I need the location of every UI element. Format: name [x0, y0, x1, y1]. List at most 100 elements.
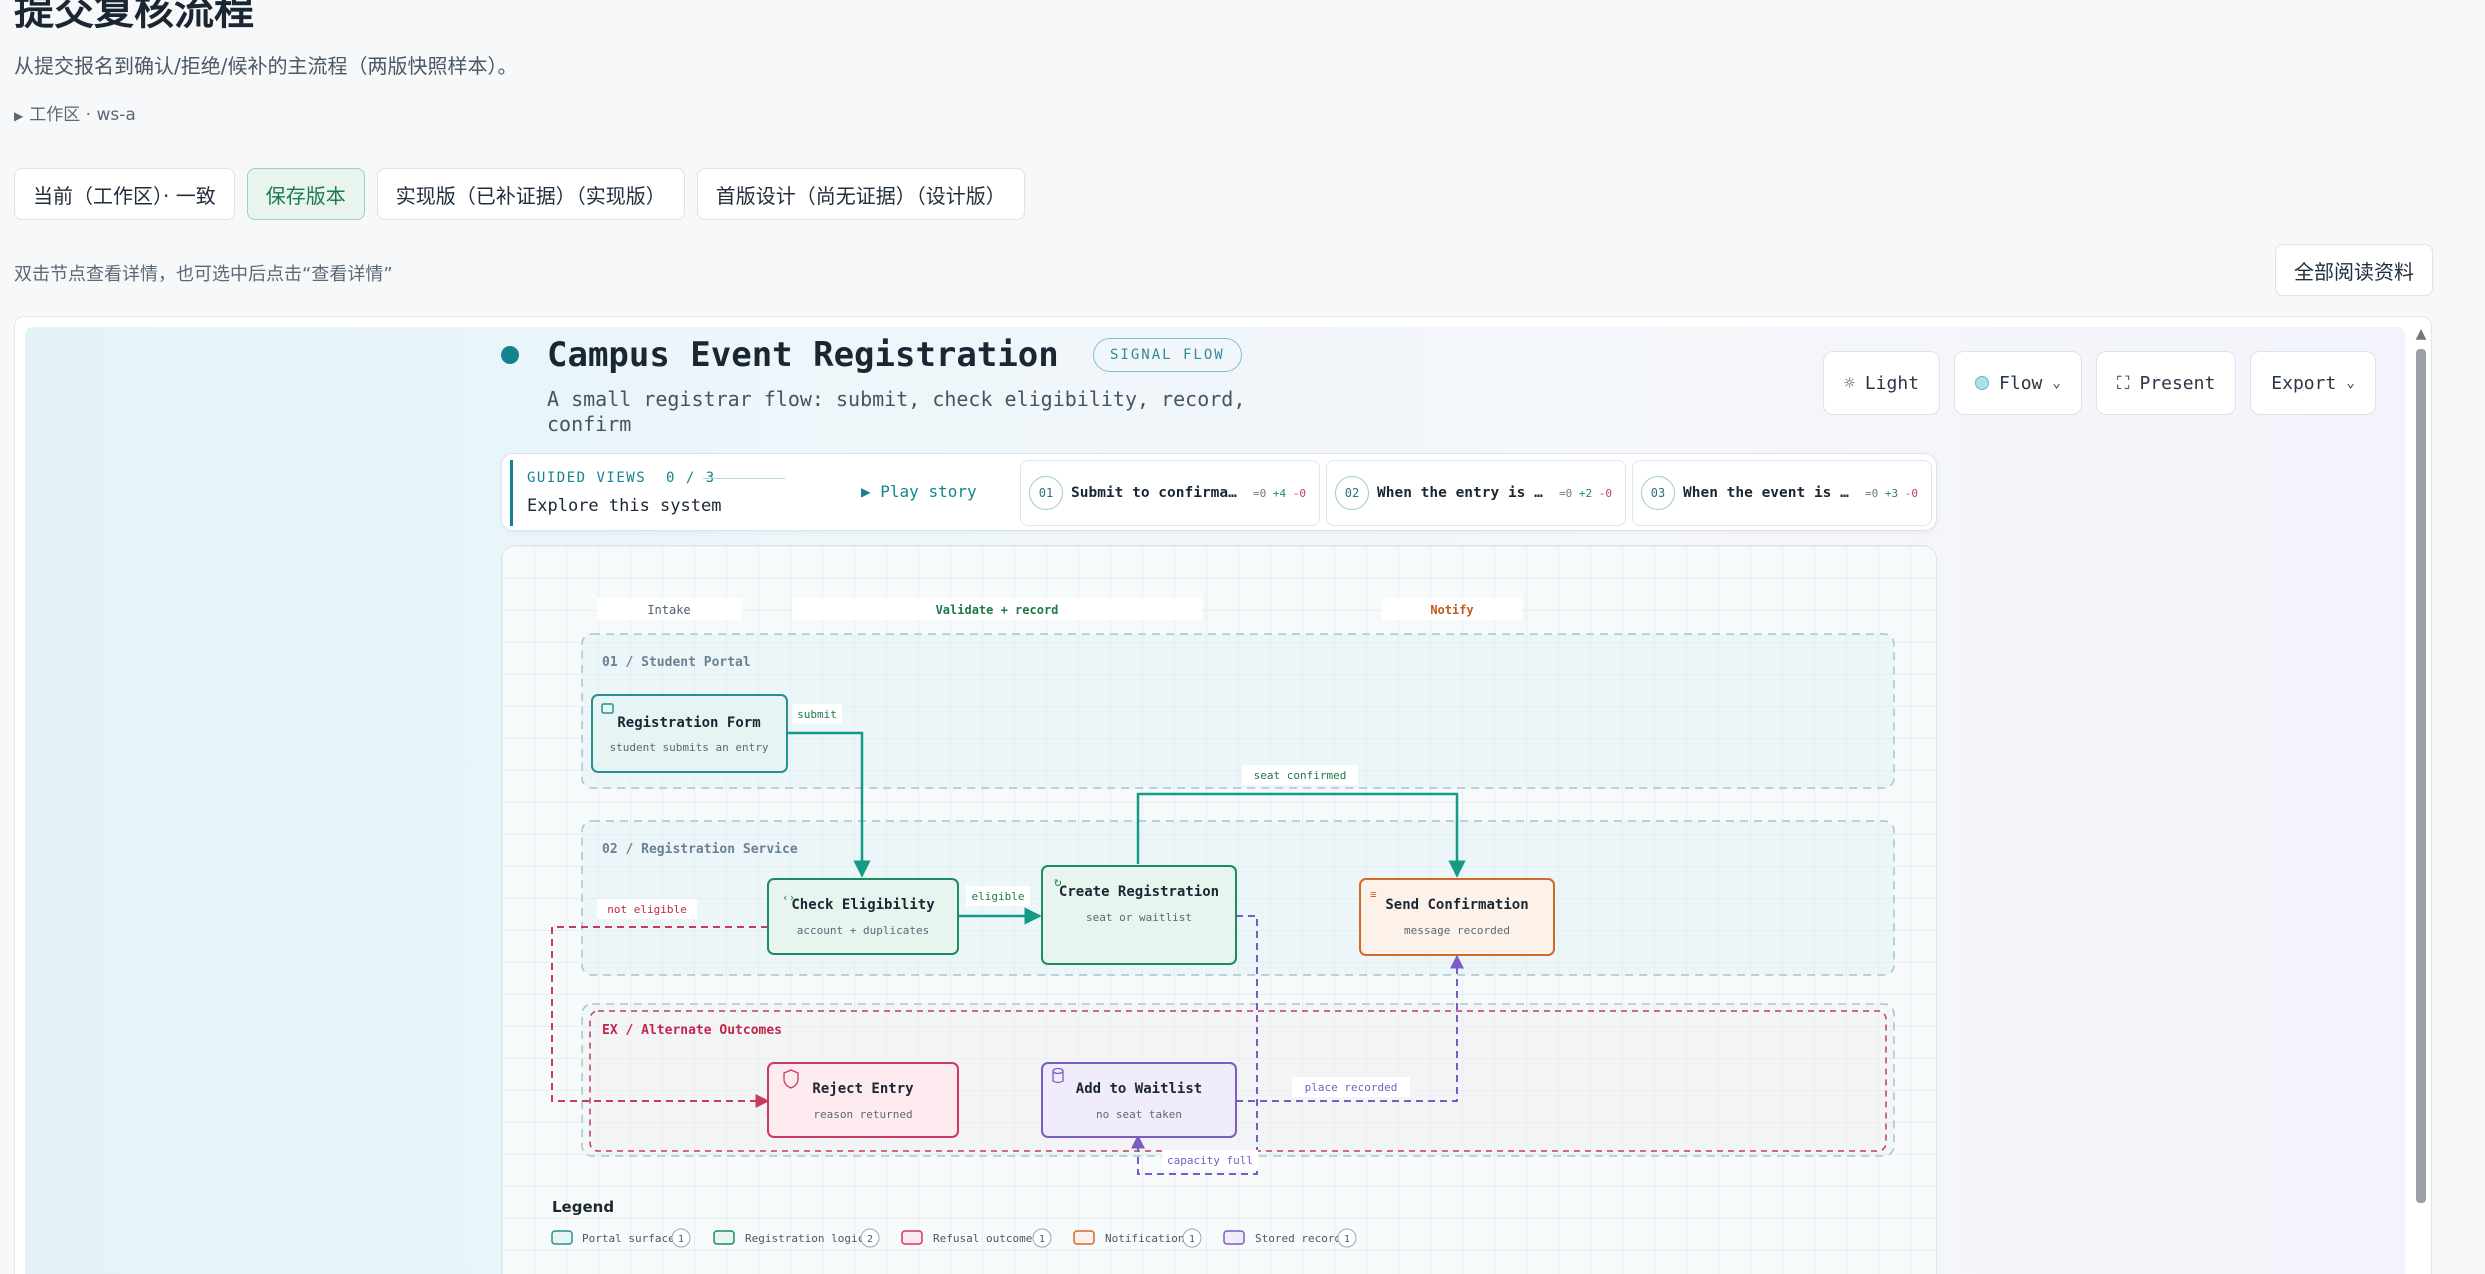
- node-title: Send Confirmation: [1385, 897, 1528, 913]
- edge-label-not-eligible: not eligible: [607, 903, 686, 916]
- version-tab-saved[interactable]: 保存版本: [246, 168, 365, 220]
- story-card-3[interactable]: 03 When the event is full =0 +3 -0: [1632, 460, 1932, 526]
- lane-label: 01 / Student Portal: [602, 655, 751, 670]
- node-subtitle: seat or waitlist: [1086, 911, 1192, 924]
- legend-count: 1: [678, 1234, 684, 1245]
- diagram-board: Intake Validate + record Notify 01 / Stu…: [501, 545, 1937, 1274]
- legend-item-stored: Stored record 1: [1223, 1228, 1357, 1248]
- node-add-to-waitlist[interactable]: Add to Waitlist no seat taken: [1041, 1062, 1237, 1138]
- guided-progress: 0 / 3: [666, 470, 716, 486]
- play-story-button[interactable]: ▶ Play story: [861, 482, 977, 501]
- chevron-down-icon: ⌄: [2052, 375, 2061, 391]
- version-tab-current[interactable]: 当前（工作区）· 一致: [14, 168, 235, 220]
- node-title: Check Eligibility: [791, 897, 935, 913]
- edge-label-capacity-full: capacity full: [1167, 1154, 1253, 1167]
- guided-views-summary: GUIDED VIEWS 0 / 3 Explore this system ▶…: [510, 460, 1002, 526]
- version-tab-first-design[interactable]: 首版设计（尚无证据）（设计版）: [696, 168, 1025, 220]
- story-title: Submit to confirmation: [1071, 485, 1245, 501]
- edge-label-bg: [597, 899, 697, 919]
- list-icon: ≡: [1370, 888, 1377, 901]
- column-header-intake: Intake: [647, 603, 690, 617]
- legend-label: Refusal outcome: [933, 1232, 1032, 1245]
- flow-dot-icon: [1975, 376, 1990, 390]
- node-subtitle: reason returned: [813, 1108, 912, 1121]
- legend-count: 1: [1189, 1234, 1195, 1245]
- legend-item-notify: Notification 1: [1073, 1228, 1202, 1248]
- edge-label-bg: [1162, 1150, 1258, 1170]
- node-send-confirmation[interactable]: ≡ Send Confirmation message recorded: [1359, 878, 1555, 956]
- edge-label-bg: [966, 886, 1030, 906]
- node-subtitle: message recorded: [1404, 924, 1510, 937]
- column-header-bg: [1382, 598, 1522, 620]
- legend-count: 1: [1344, 1234, 1350, 1245]
- delta-added: +2: [1578, 486, 1593, 500]
- node-reject-entry[interactable]: Reject Entry reason returned: [767, 1062, 959, 1138]
- story-card-2[interactable]: 02 When the entry is rejected =0 +2 -0: [1326, 460, 1626, 526]
- story-card-1[interactable]: 01 Submit to confirmation =0 +4 -0: [1020, 460, 1320, 526]
- code-icon: ‹›: [782, 891, 795, 904]
- node-title: Create Registration: [1059, 884, 1219, 900]
- status-dot: [501, 346, 519, 364]
- shield-icon: [783, 1069, 799, 1089]
- edge-label-submit: submit: [797, 708, 837, 721]
- node-subtitle: student submits an entry: [610, 741, 769, 754]
- node-title: Reject Entry: [812, 1081, 914, 1097]
- scroll-thumb[interactable]: [2416, 349, 2426, 1203]
- edge-seat-confirmed: [1136, 792, 1466, 878]
- page-subtitle: 从提交报名到确认/拒绝/候补的主流程（两版快照样本）。: [14, 54, 518, 78]
- present-button[interactable]: ⛶ Present: [2095, 351, 2237, 415]
- progress-track: [703, 478, 785, 479]
- delta-same: =0: [1865, 486, 1879, 500]
- vertical-scrollbar[interactable]: ▲: [2415, 327, 2427, 1217]
- browser-icon: [601, 703, 614, 714]
- legend-item-portal: Portal surface 1: [551, 1228, 691, 1248]
- read-all-button[interactable]: 全部阅读资料: [2275, 244, 2433, 296]
- flow-dropdown[interactable]: Flow ⌄: [1954, 351, 2082, 415]
- guided-views-label: GUIDED VIEWS 0 / 3: [527, 470, 716, 486]
- diagram-title: Campus Event Registration: [547, 335, 1059, 375]
- flow-diagram: Intake Validate + record Notify 01 / Stu…: [551, 598, 1895, 1248]
- node-check-eligibility[interactable]: ‹› Check Eligibility account + duplicate…: [767, 878, 959, 955]
- guided-label-text: GUIDED VIEWS: [527, 470, 647, 486]
- story-deltas: =0 +3 -0: [1865, 487, 1918, 500]
- diagram-panel: Campus Event Registration SIGNAL FLOW A …: [14, 316, 2432, 1274]
- legend-label: Registration logic: [745, 1232, 864, 1245]
- delta-removed: -0: [1598, 486, 1612, 500]
- delta-removed: -0: [1292, 486, 1306, 500]
- legend-label: Stored record: [1255, 1232, 1341, 1245]
- chevron-down-icon: ⌄: [2346, 375, 2355, 391]
- play-story-label: Play story: [880, 482, 977, 501]
- signal-flow-badge: SIGNAL FLOW: [1093, 338, 1242, 372]
- lane-label: 02 / Registration Service: [602, 842, 798, 857]
- delta-added: +3: [1884, 486, 1899, 500]
- column-header-bg: [792, 598, 1202, 620]
- legend-count: 2: [867, 1234, 873, 1245]
- edge-label-bg: [1292, 1077, 1410, 1097]
- legend-label: Portal surface: [582, 1232, 675, 1245]
- node-create-registration[interactable]: ↻ Create Registration seat or waitlist: [1041, 865, 1237, 965]
- sun-icon: ☼: [1844, 372, 1855, 394]
- edge-place-recorded: [1236, 954, 1464, 1102]
- legend-item-refusal: Refusal outcome 1: [901, 1228, 1052, 1248]
- flow-label: Flow: [1999, 372, 2043, 394]
- version-tab-implementation[interactable]: 实现版（已补证据）（实现版）: [376, 168, 685, 220]
- legend-title: Legend: [552, 1198, 614, 1216]
- page-title: 提交复核流程: [14, 0, 254, 34]
- story-number: 01: [1029, 476, 1063, 510]
- scroll-up-arrow-icon[interactable]: ▲: [2415, 326, 2427, 342]
- version-tabs: 当前（工作区）· 一致 保存版本 实现版（已补证据）（实现版） 首版设计（尚无证…: [14, 168, 1025, 220]
- legend-item-logic: Registration logic 2: [713, 1228, 880, 1248]
- legend-count: 1: [1039, 1234, 1045, 1245]
- story-title: When the event is full: [1683, 485, 1857, 501]
- export-dropdown[interactable]: Export ⌄: [2250, 351, 2376, 415]
- delta-same: =0: [1559, 486, 1573, 500]
- theme-button[interactable]: ☼ Light: [1823, 351, 1941, 415]
- detail-hint: 双击节点查看详情，也可选中后点击“查看详情”: [14, 264, 393, 285]
- sync-icon: ↻: [1054, 875, 1062, 890]
- story-deltas: =0 +4 -0: [1253, 487, 1306, 500]
- present-label: Present: [2139, 372, 2216, 394]
- edge-label-bg: [792, 704, 842, 724]
- workspace-toggle[interactable]: ▶工作区 · ws-a: [14, 100, 136, 125]
- edge-label-place-recorded: place recorded: [1305, 1081, 1398, 1094]
- node-registration-form[interactable]: Registration Form student submits an ent…: [591, 694, 788, 773]
